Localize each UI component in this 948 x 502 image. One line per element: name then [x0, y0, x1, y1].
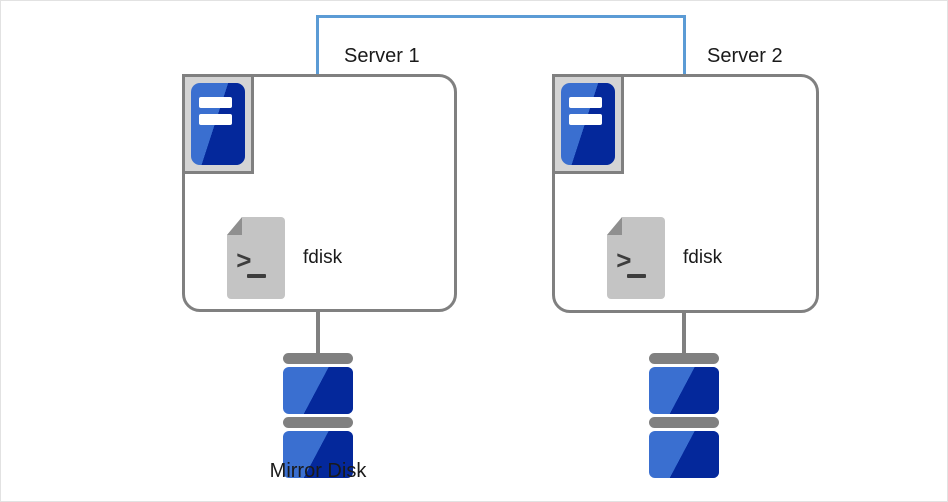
disk-platter-1-shade — [283, 367, 353, 414]
disk-plate-middle — [283, 417, 353, 428]
server-rack-icon-slot-2 — [568, 114, 603, 125]
disk-platter-2 — [649, 431, 719, 478]
script-terminal-icon: > — [607, 217, 665, 299]
disk-platter-1-shade — [649, 367, 719, 414]
server-rack-icon — [182, 74, 254, 174]
server-2-fdisk-label: fdisk — [683, 247, 723, 268]
script-terminal-icon: > — [227, 217, 285, 299]
server-2-disk-stack[interactable] — [649, 353, 719, 481]
disk-platter-2-shade — [649, 431, 719, 478]
server-2-disk-connector — [682, 313, 686, 357]
server-rack-icon-slot-2 — [198, 114, 233, 125]
server-1-fdisk-label: fdisk — [303, 247, 343, 268]
server-1-label: Server 1 — [344, 45, 420, 67]
server-2-label: Server 2 — [707, 45, 783, 67]
disk-plate-middle — [649, 417, 719, 428]
server-rack-icon-body — [191, 83, 245, 165]
server-2-fdisk-group[interactable]: > fdisk — [607, 217, 722, 299]
script-terminal-icon-prompt: > — [616, 244, 632, 275]
disk-plate-top — [283, 353, 353, 364]
disk-platter-2 — [283, 431, 353, 478]
disk-platter-2-shade — [283, 431, 353, 478]
script-terminal-icon-cursor — [246, 274, 267, 279]
server-2-box[interactable]: > fdisk — [552, 74, 819, 313]
server-1-disk-connector — [316, 312, 320, 357]
disk-plate-top — [649, 353, 719, 364]
server-rack-icon — [552, 74, 624, 174]
disk-platter-1 — [283, 367, 353, 414]
server-1-fdisk-group[interactable]: > fdisk — [227, 217, 342, 299]
mirror-disk-caption: Mirror Disk — [269, 460, 367, 482]
script-terminal-icon-prompt: > — [236, 244, 252, 275]
script-terminal-icon-cursor — [626, 274, 647, 279]
server-rack-icon-slot-1 — [568, 96, 603, 108]
server-rack-icon-body — [561, 83, 615, 165]
server-rack-icon-slot-1 — [198, 96, 233, 108]
server-interconnect-link — [316, 15, 686, 77]
server-1-box[interactable]: > fdisk — [182, 74, 457, 312]
script-terminal-icon-fold — [227, 217, 243, 236]
server-1-disk-stack[interactable] — [283, 353, 353, 481]
script-terminal-icon-fold — [607, 217, 623, 236]
disk-platter-1 — [649, 367, 719, 414]
